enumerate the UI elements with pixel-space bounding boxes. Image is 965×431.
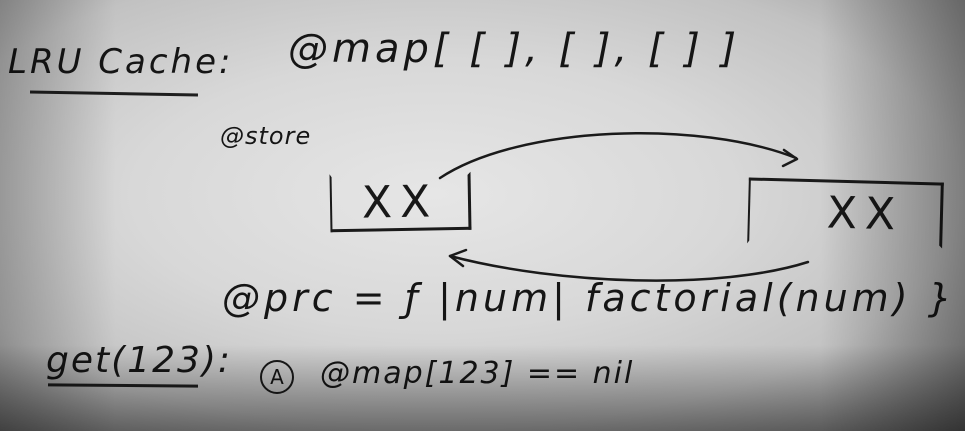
arrow-bottom-curve: [448, 254, 810, 282]
step-expression: @map[123] == nil: [320, 356, 635, 391]
step-marker-label: A: [270, 365, 284, 389]
proc-expression: @prc = ƒ |num| factorial(num) }: [222, 276, 956, 320]
step-marker-circle: A: [260, 360, 294, 394]
get-expression: get(123):: [46, 340, 233, 381]
title-text: LRU Cache:: [8, 42, 234, 82]
map-expression: @map[ [ ], [ ], [ ] ]: [288, 26, 741, 72]
arrow-top-head: [781, 148, 799, 168]
arrow-top-curve: [438, 132, 798, 180]
arrow-bottom-head: [448, 248, 468, 268]
store-label: @store: [220, 122, 312, 150]
